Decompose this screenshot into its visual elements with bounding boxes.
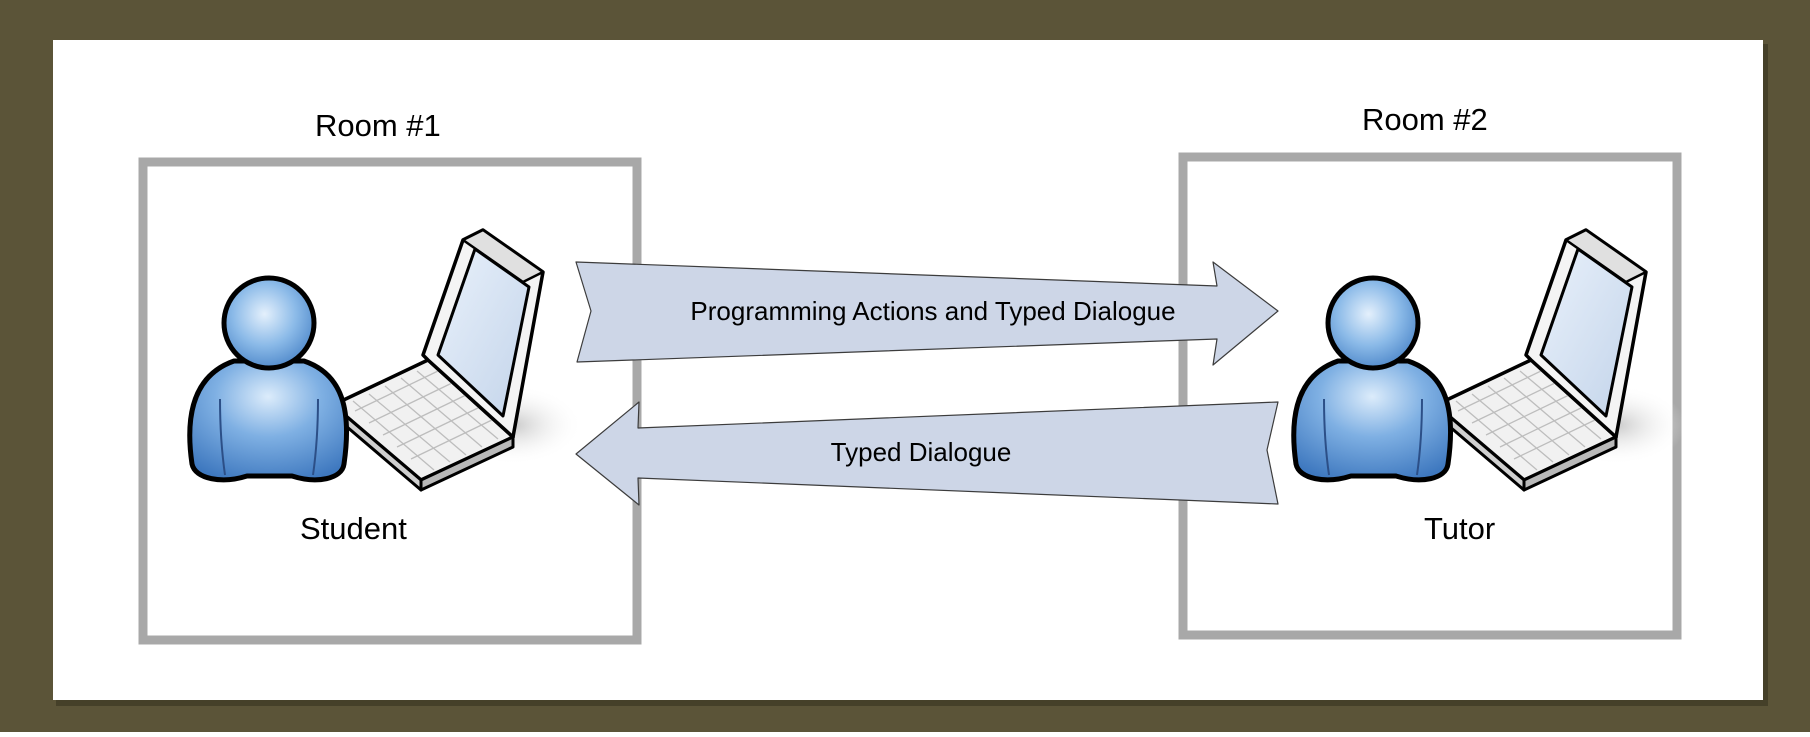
student-label: Student	[300, 511, 407, 546]
arrow-to-student-label: Typed Dialogue	[830, 437, 1012, 467]
tutor-label: Tutor	[1424, 511, 1496, 546]
arrow-to-student	[575, 401, 1279, 506]
arrow-to-tutor	[575, 261, 1279, 366]
arrow-to-tutor-label: Programming Actions and Typed Dialogue	[690, 296, 1176, 326]
room-2-title: Room #2	[1362, 102, 1488, 137]
room-1-title: Room #1	[315, 108, 441, 143]
